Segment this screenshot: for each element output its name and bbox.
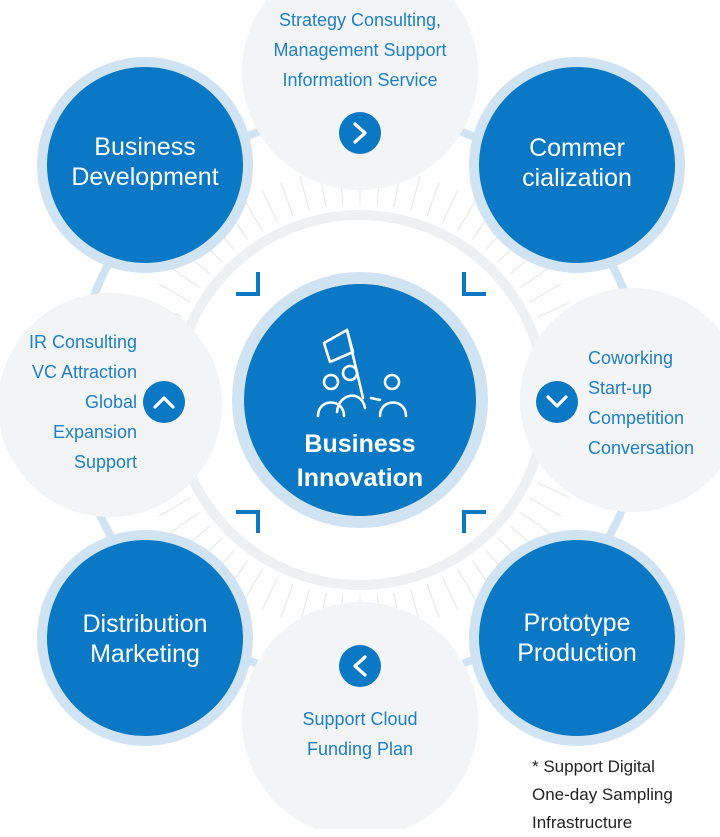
stage-dm-line-2: Marketing [90, 640, 200, 668]
stage-label-business-development: Business Development [45, 132, 245, 192]
service-circle-left [0, 293, 222, 517]
service-right-line-1: Coworking [588, 348, 674, 368]
stage-com-line-1: Commer [529, 134, 625, 162]
stage-circle-distribution-marketing [37, 530, 253, 746]
stage-circle-prototype-production [469, 530, 685, 746]
sunburst-tick [299, 175, 310, 211]
sunburst-tick [410, 175, 421, 211]
corner-brackets [236, 272, 486, 533]
service-left-line-3: Global [84, 392, 137, 412]
footnote-line-1: * Support Digital [532, 757, 655, 776]
stage-circle-business-development [37, 57, 253, 273]
sunburst-tick [169, 511, 200, 534]
footnote-line-3: Infrastructure [532, 813, 633, 832]
service-circle-top [242, 0, 478, 190]
stage-circle-commercialization [469, 57, 685, 273]
sunburst-tick [261, 577, 278, 611]
sunburst-tick [261, 189, 278, 223]
sunburst-tick [537, 301, 571, 318]
service-left-line-1: IR Consulting [28, 332, 137, 352]
service-right-line-3: Competition [588, 408, 685, 428]
service-left-line-2: VC Attraction [31, 362, 137, 382]
footnote-line-2: One-day Sampling [532, 785, 673, 804]
sunburst-tick [457, 569, 477, 602]
service-top-line-1: Strategy Consulting, [278, 10, 442, 30]
sunburst-tick [442, 577, 459, 611]
service-label-right: Coworking Start-up Competition Conversat… [588, 343, 718, 463]
sunburst-tick [280, 583, 294, 619]
bracket-top-right [462, 272, 486, 296]
service-label-left: IR Consulting VC Attraction Global Expan… [6, 327, 137, 477]
service-right-line-4: Conversation [588, 438, 695, 458]
sunburst-tick [520, 511, 551, 534]
bracket-top-left [236, 272, 260, 296]
service-left-line-5: Support [73, 452, 137, 472]
center-label: Business Innovation [260, 427, 460, 495]
service-right-line-2: Start-up [588, 378, 653, 398]
stage-label-commercialization: Commer cialization [477, 133, 677, 193]
footnote: * Support Digital One-day Sampling Infra… [532, 753, 718, 837]
sunburst-tick [442, 189, 459, 223]
sunburst-tick [158, 497, 191, 517]
stage-label-distribution-marketing: Distribution Marketing [45, 609, 245, 669]
service-circle-bottom [242, 602, 478, 829]
stage-pp-line-2: Production [517, 639, 637, 667]
sunburst-tick [426, 181, 440, 217]
team-flag-icon [316, 328, 408, 418]
chevron-down-icon[interactable] [536, 381, 578, 423]
sunburst-tick [169, 266, 200, 289]
center-line-2: Innovation [296, 464, 424, 492]
sunburst-tick [280, 181, 294, 217]
service-top-line-3: Information Service [282, 70, 438, 90]
stage-bd-line-1: Business [94, 133, 196, 161]
sunburst-tick [243, 569, 263, 602]
service-label-top: Strategy Consulting, Management Support … [240, 5, 480, 95]
stage-pp-line-1: Prototype [523, 609, 631, 637]
service-top-line-2: Management Support [273, 40, 447, 60]
chevron-right-icon[interactable] [339, 112, 381, 154]
bracket-bottom-right [462, 510, 486, 533]
stage-bd-line-2: Development [71, 163, 219, 191]
stage-label-prototype-production: Prototype Production [477, 608, 677, 668]
sunburst-tick [457, 198, 477, 231]
stage-com-line-2: cialization [522, 164, 632, 192]
center-line-1: Business [304, 430, 416, 458]
sunburst-tick [243, 198, 263, 231]
sunburst-tick [529, 497, 562, 517]
service-left-line-4: Expansion [52, 422, 137, 442]
sunburst-tick [520, 266, 551, 289]
stage-dm-line-1: Distribution [82, 610, 208, 638]
service-circle-right [520, 288, 720, 512]
sunburst-tick [426, 583, 440, 619]
sunburst-tick [158, 283, 191, 303]
service-bottom-line-1: Support Cloud [302, 709, 418, 729]
sunburst-tick [529, 283, 562, 303]
service-bottom-line-2: Funding Plan [306, 739, 414, 759]
service-label-bottom: Support Cloud Funding Plan [260, 704, 460, 764]
chevron-left-icon[interactable] [339, 645, 381, 687]
chevron-up-icon[interactable] [143, 381, 185, 423]
sunburst-tick [537, 482, 571, 499]
bracket-bottom-left [236, 510, 260, 533]
